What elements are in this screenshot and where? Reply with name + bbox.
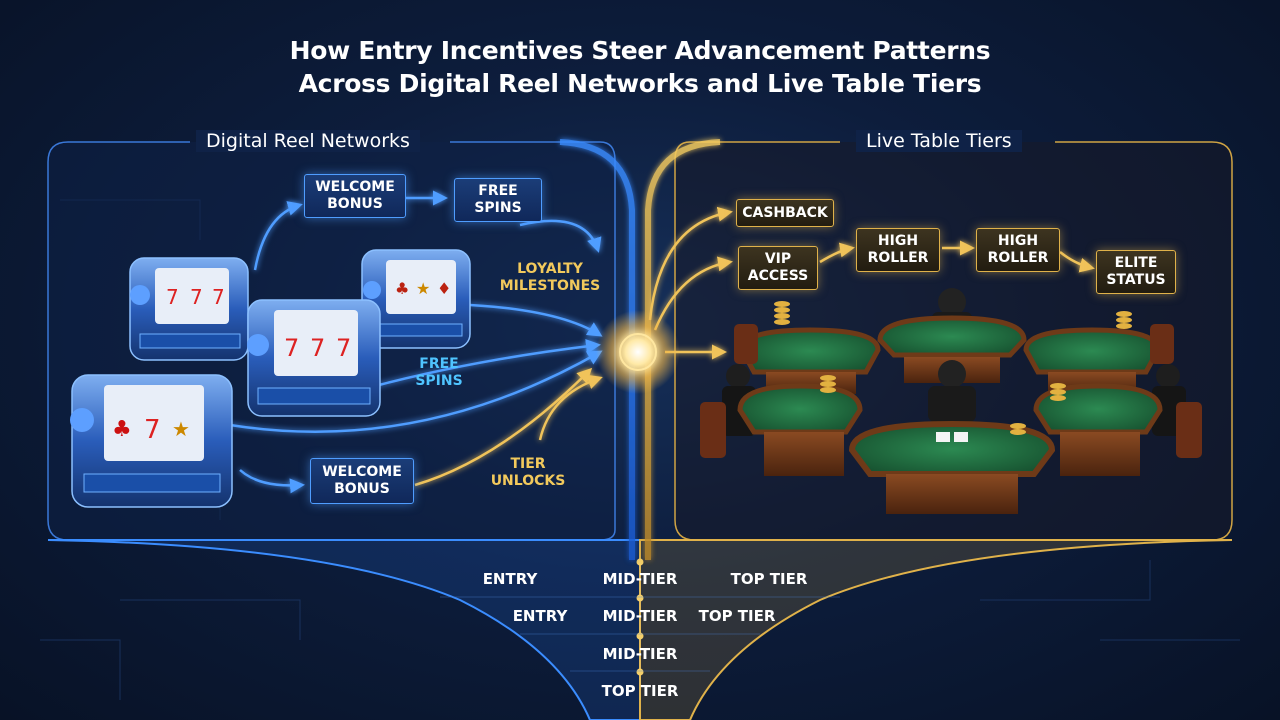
svg-text:7: 7 xyxy=(284,334,299,362)
welcome-bonus-tag-bottom: WELCOME BONUS xyxy=(310,458,414,504)
central-stream-blue xyxy=(559,139,635,560)
table-right-mid xyxy=(1023,311,1174,394)
page-title: How Entry Incentives Steer Advancement P… xyxy=(0,34,1280,100)
svg-text:♣: ♣ xyxy=(395,279,409,298)
table-left-low xyxy=(700,364,863,476)
loyalty-milestones-label: LOYALTY MILESTONES xyxy=(499,261,601,294)
title-line-2: Across Digital Reel Networks and Live Ta… xyxy=(298,69,982,98)
table-front-center xyxy=(848,360,1056,514)
svg-text:7: 7 xyxy=(336,334,351,362)
tier-row2-top: TOP TIER xyxy=(698,607,776,625)
title-line-1: How Entry Incentives Steer Advancement P… xyxy=(289,36,991,65)
svg-text:7: 7 xyxy=(144,415,161,445)
left-gold-arrows xyxy=(414,367,603,487)
funnel-gold xyxy=(639,539,1233,720)
elite-status-tag: ELITE STATUS xyxy=(1096,250,1176,294)
table-top-center xyxy=(877,288,1027,383)
svg-text:7: 7 xyxy=(166,285,179,309)
tier-row1-top: TOP TIER xyxy=(730,570,808,588)
tier-row2-mid: MID-TIER xyxy=(602,607,678,625)
free-spins-label-mid: FREE SPINS xyxy=(415,356,463,389)
funnel-blue xyxy=(47,539,641,720)
central-stream-gold xyxy=(645,139,721,560)
tier-row3-mid: MID-TIER xyxy=(602,645,678,663)
svg-text:♦: ♦ xyxy=(437,279,451,298)
left-flow-arrows xyxy=(229,190,603,494)
svg-text:7: 7 xyxy=(212,285,225,309)
slot-machine-2: ♣ ★ ♦ xyxy=(361,249,471,349)
tier-row4-top: TOP TIER xyxy=(601,682,679,700)
vip-access-tag: VIP ACCESS xyxy=(738,246,818,290)
svg-text:7: 7 xyxy=(310,334,325,362)
high-roller-tag-2: HIGH ROLLER xyxy=(976,228,1060,272)
welcome-bonus-tag-top: WELCOME BONUS xyxy=(304,174,406,218)
glowing-core-halo xyxy=(596,310,680,394)
left-panel-label: Digital Reel Networks xyxy=(196,130,420,152)
table-right-low xyxy=(1033,364,1202,476)
tier-row2-entry: ENTRY xyxy=(512,607,568,625)
high-roller-tag-1: HIGH ROLLER xyxy=(856,228,940,272)
slot-machine-4: ♣ 7 ★ xyxy=(70,374,233,508)
tier-row1-mid: MID-TIER xyxy=(602,570,678,588)
svg-text:7: 7 xyxy=(190,285,203,309)
cashback-tag: CASHBACK xyxy=(736,199,834,227)
svg-text:★: ★ xyxy=(416,279,430,298)
tier-unlocks-label: TIER UNLOCKS xyxy=(490,456,566,489)
svg-text:★: ★ xyxy=(172,417,190,441)
right-panel-label: Live Table Tiers xyxy=(856,130,1022,152)
free-spins-tag-top: FREE SPINS xyxy=(454,178,542,222)
svg-text:♣: ♣ xyxy=(112,417,132,442)
live-tables xyxy=(700,288,1202,514)
glowing-core-ring xyxy=(619,333,657,371)
tier-row1-entry: ENTRY xyxy=(482,570,538,588)
funnel-dividers xyxy=(440,596,840,672)
